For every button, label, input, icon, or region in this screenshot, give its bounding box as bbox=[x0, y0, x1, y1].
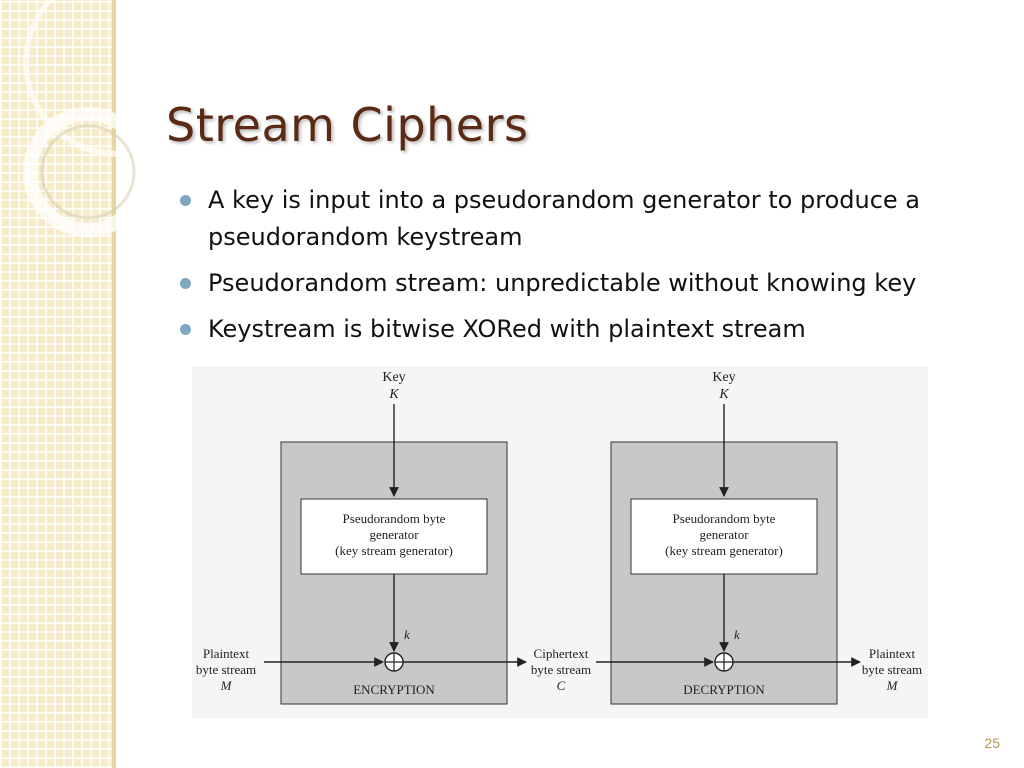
middle-label-line1: Ciphertext bbox=[534, 646, 589, 661]
output-label-line1: Plaintext bbox=[869, 646, 916, 661]
encryption-generator-line1: Pseudorandom byte bbox=[343, 511, 446, 526]
bullet-text: Pseudorandom stream: unpredictable witho… bbox=[208, 269, 917, 297]
decorative-ring-bottom-inner bbox=[40, 124, 136, 220]
input-label-line1: Plaintext bbox=[203, 646, 250, 661]
encryption-key-label: Key bbox=[382, 370, 405, 385]
encryption-keystream-symbol: k bbox=[404, 627, 410, 642]
bullet-item: Pseudorandom stream: unpredictable witho… bbox=[180, 265, 990, 302]
encryption-key-symbol: K bbox=[388, 387, 399, 402]
decryption-label: DECRYPTION bbox=[683, 682, 765, 697]
output-label-line2: byte stream bbox=[862, 662, 922, 677]
input-label-line2: byte stream bbox=[196, 662, 256, 677]
bullet-marker bbox=[180, 195, 191, 206]
decryption-keystream-symbol: k bbox=[734, 627, 740, 642]
decorative-ring-top bbox=[23, 0, 200, 157]
bullet-item: A key is input into a pseudorandom gener… bbox=[180, 182, 990, 256]
bullet-text: A key is input into a pseudorandom gener… bbox=[208, 186, 920, 251]
decryption-unit: Key K Pseudorandom byte generator (key s… bbox=[610, 370, 838, 705]
output-symbol: M bbox=[886, 678, 899, 693]
bullet-item: Keystream is bitwise XORed with plaintex… bbox=[180, 311, 990, 348]
input-symbol: M bbox=[220, 678, 233, 693]
sidebar-divider bbox=[112, 0, 116, 768]
middle-label-line2: byte stream bbox=[531, 662, 591, 677]
decorative-rings bbox=[23, 0, 200, 237]
decryption-key-symbol: K bbox=[718, 387, 729, 402]
page-number: 25 bbox=[984, 735, 1000, 751]
bullet-text: Keystream is bitwise XORed with plaintex… bbox=[208, 315, 806, 343]
bullet-list: A key is input into a pseudorandom gener… bbox=[180, 182, 990, 357]
middle-symbol: C bbox=[557, 678, 566, 693]
bullet-marker bbox=[180, 324, 191, 335]
decryption-key-label: Key bbox=[712, 370, 735, 385]
encryption-unit: Key K Pseudorandom byte generator (key s… bbox=[280, 370, 508, 705]
decryption-generator-line1: Pseudorandom byte bbox=[673, 511, 776, 526]
encryption-generator-line3: (key stream generator) bbox=[335, 543, 453, 558]
slide-title: Stream Ciphers bbox=[166, 98, 529, 152]
decryption-generator-line3: (key stream generator) bbox=[665, 543, 783, 558]
bullet-marker bbox=[180, 278, 191, 289]
decryption-generator-line2: generator bbox=[699, 527, 749, 542]
encryption-label: ENCRYPTION bbox=[353, 682, 435, 697]
decorative-ring-bottom bbox=[23, 107, 153, 237]
encryption-generator-box bbox=[300, 498, 488, 575]
stream-cipher-diagram: Key K Pseudorandom byte generator (key s… bbox=[192, 366, 928, 718]
decryption-generator-box bbox=[630, 498, 818, 575]
encryption-generator-line2: generator bbox=[369, 527, 419, 542]
